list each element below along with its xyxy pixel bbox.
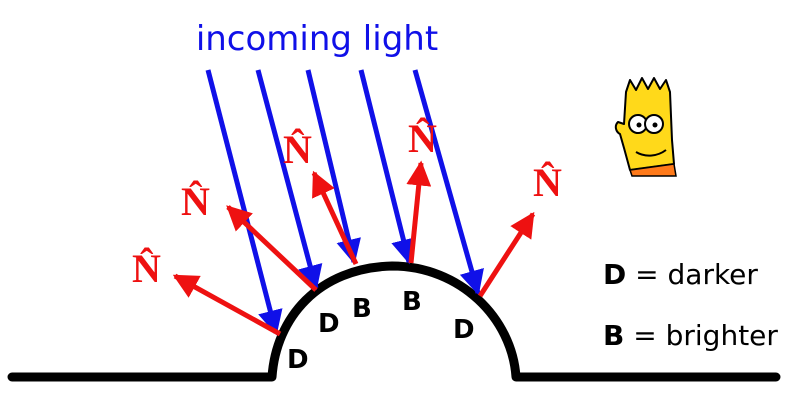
- legend-text: brighter: [665, 319, 778, 352]
- normal-label: N̂: [533, 160, 562, 205]
- surface-label: D: [318, 309, 340, 339]
- legend-key: D: [603, 258, 627, 291]
- legend-separator: =: [624, 319, 666, 352]
- surface-normals: [172, 160, 536, 337]
- legend-text: darker: [667, 258, 758, 291]
- normal-labels: N̂ N̂ N̂ N̂ N̂: [132, 116, 562, 291]
- surface-labels: D D B B D: [287, 287, 475, 375]
- diagram-title: incoming light: [196, 19, 438, 59]
- light-ray: [205, 69, 283, 336]
- incoming-light-rays: [205, 69, 484, 336]
- legend-key: B: [603, 319, 625, 352]
- surface-label: B: [402, 287, 422, 317]
- normal-label: N̂: [181, 179, 210, 224]
- legend-darker: D = darker: [603, 258, 758, 291]
- surface-label: D: [453, 315, 475, 345]
- light-ray: [358, 69, 416, 265]
- normal-arrow: [477, 211, 536, 298]
- legend-separator: =: [626, 258, 668, 291]
- surface-label: D: [287, 345, 309, 375]
- normal-label: N̂: [132, 246, 161, 291]
- surface-label: B: [352, 294, 372, 324]
- normal-label: N̂: [408, 116, 437, 161]
- normal-arrow: [311, 170, 359, 266]
- normal-arrow: [226, 205, 318, 292]
- normal-label: N̂: [283, 127, 312, 172]
- normal-arrow: [172, 273, 282, 337]
- light-ray: [255, 69, 323, 291]
- surface-outline: [7, 261, 781, 382]
- light-ray: [305, 69, 361, 265]
- light-ray: [412, 69, 484, 296]
- legend-brighter: B = brighter: [603, 319, 778, 352]
- normal-arrow: [406, 160, 432, 264]
- bart-simpson-icon: [614, 77, 677, 177]
